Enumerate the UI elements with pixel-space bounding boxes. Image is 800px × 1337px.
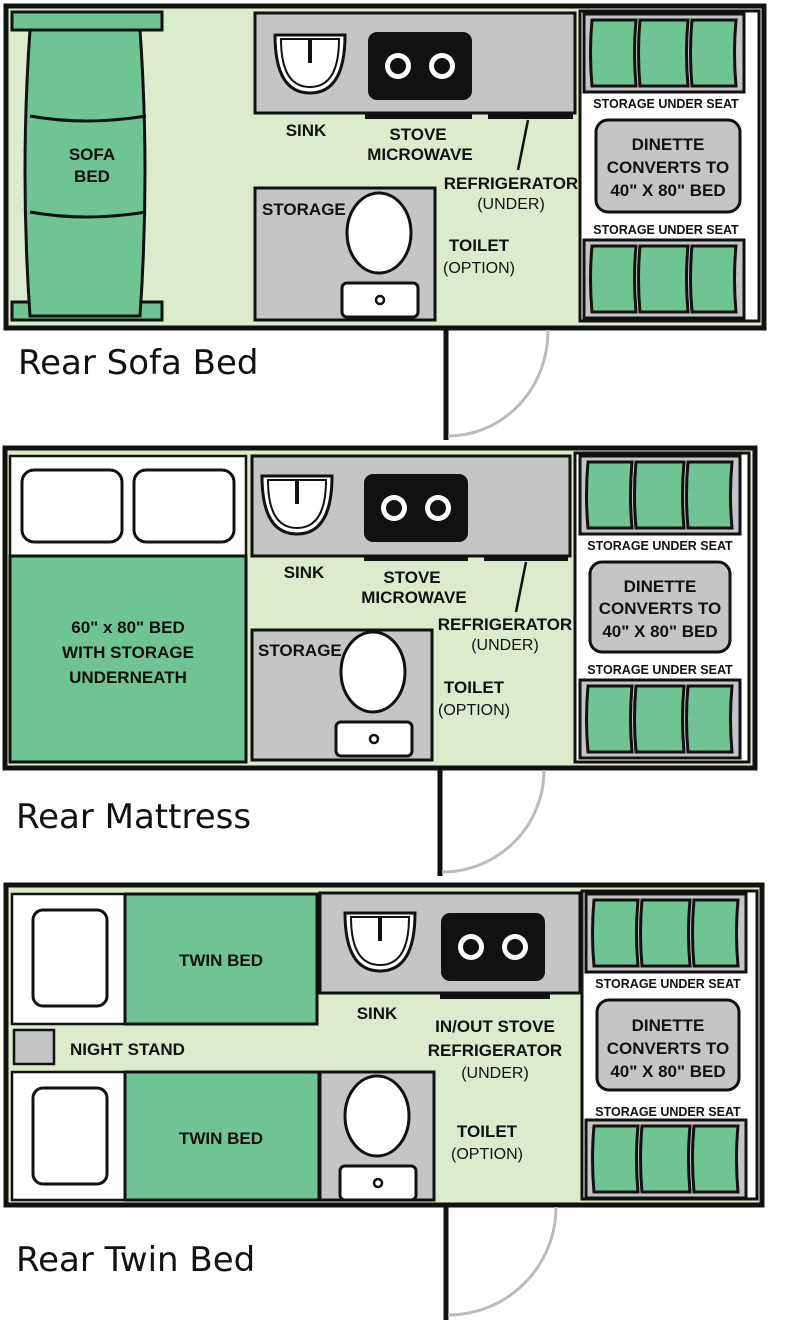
bench-icon [578, 454, 742, 536]
nightstand [12, 1028, 56, 1066]
toilet-label: TOILET [449, 236, 510, 255]
bench-icon [584, 892, 748, 974]
toilet-icon [334, 630, 414, 758]
sofa-label-2: BED [74, 167, 110, 186]
dinette-label-1: DINETTE [632, 1016, 705, 1035]
bench-icon [584, 1118, 748, 1200]
stove-label-1: STOVE [383, 568, 440, 587]
fridge-note: (UNDER) [477, 196, 545, 213]
bed-label-1: 60" x 80" BED [71, 618, 184, 637]
dinette-label-3: 40" X 80" BED [602, 622, 717, 641]
stove-icon [441, 913, 545, 981]
twin-bottom-label: TWIN BED [179, 1129, 263, 1148]
toilet-note: (OPTION) [451, 1146, 523, 1163]
bed-label-2: WITH STORAGE [62, 643, 194, 662]
bed [8, 554, 248, 764]
sink-label: SINK [286, 121, 327, 140]
dinette-table [588, 560, 732, 654]
storage-seat-top-label: STORAGE UNDER SEAT [595, 977, 741, 991]
pillow [20, 468, 124, 544]
stove-label-1: IN/OUT STOVE [435, 1017, 555, 1036]
plan-caption: Rear Mattress [16, 797, 251, 837]
storage-seat-top-label: STORAGE UNDER SEAT [587, 539, 733, 553]
sofa-label-1: SOFA [69, 145, 115, 164]
fridge-note: (UNDER) [461, 1065, 529, 1082]
storage-seat-top-label: STORAGE UNDER SEAT [593, 97, 739, 111]
sofa-bed [23, 28, 147, 318]
dinette-label-1: DINETTE [624, 577, 697, 596]
plan-caption: Rear Twin Bed [16, 1240, 255, 1280]
toilet-label: TOILET [457, 1122, 518, 1141]
storage-seat-bottom-label: STORAGE UNDER SEAT [593, 223, 739, 237]
stove-icon [368, 32, 472, 100]
dinette-label-3: 40" X 80" BED [610, 181, 725, 200]
stove-icon [364, 474, 468, 542]
dinette-label-3: 40" X 80" BED [610, 1062, 725, 1081]
fridge-note: (UNDER) [471, 637, 539, 654]
toilet-label: TOILET [444, 678, 505, 697]
dinette-label-2: CONVERTS TO [599, 599, 721, 618]
pillow [132, 468, 236, 544]
stove-label-1: STOVE [389, 125, 446, 144]
dinette-table [594, 118, 742, 214]
twin-bed-bottom [123, 1070, 321, 1202]
sink-label: SINK [284, 563, 325, 582]
bench-icon [582, 238, 746, 320]
dinette-table [595, 998, 741, 1092]
plan-rear-sofa-bed: SOFA BED SINK STOVE MICROWAVE REFRIGERAT… [3, 3, 767, 440]
pillow [31, 908, 109, 1008]
nightstand-label: NIGHT STAND [70, 1040, 185, 1059]
door-swing [447, 329, 550, 438]
fridge-label: REFRIGERATOR [444, 174, 578, 193]
door-swing [441, 769, 546, 874]
stove-label-2: MICROWAVE [361, 588, 466, 607]
fridge-label: REFRIGERATOR [438, 615, 572, 634]
plan-rear-mattress: 60" x 80" BED WITH STORAGE UNDERNEATH SI… [2, 445, 758, 876]
bench-icon [578, 678, 742, 760]
storage-label: STORAGE [258, 641, 342, 660]
bench-icon [582, 12, 746, 94]
dinette-label-2: CONVERTS TO [607, 158, 729, 177]
storage-label: STORAGE [262, 200, 346, 219]
dinette-label-1: DINETTE [632, 135, 705, 154]
stove-label-2: MICROWAVE [367, 145, 472, 164]
sink-label: SINK [357, 1004, 398, 1023]
storage-seat-bottom-label: STORAGE UNDER SEAT [595, 1105, 741, 1119]
plan-caption: Rear Sofa Bed [18, 343, 258, 383]
twin-top-label: TWIN BED [179, 951, 263, 970]
pillow [31, 1086, 109, 1186]
stove-label-2: REFRIGERATOR [428, 1041, 562, 1060]
storage-seat-bottom-label: STORAGE UNDER SEAT [587, 663, 733, 677]
toilet-icon [338, 1074, 418, 1202]
door-swing [447, 1206, 558, 1317]
toilet-note: (OPTION) [438, 702, 510, 719]
toilet-icon [340, 191, 420, 319]
toilet-note: (OPTION) [443, 260, 515, 277]
bed-label-3: UNDERNEATH [69, 668, 187, 687]
plan-rear-twin-bed: TWIN BED NIGHT STAND TWIN BED SINK IN/OU… [3, 882, 765, 1320]
twin-bed-top [123, 892, 319, 1026]
dinette-label-2: CONVERTS TO [607, 1039, 729, 1058]
